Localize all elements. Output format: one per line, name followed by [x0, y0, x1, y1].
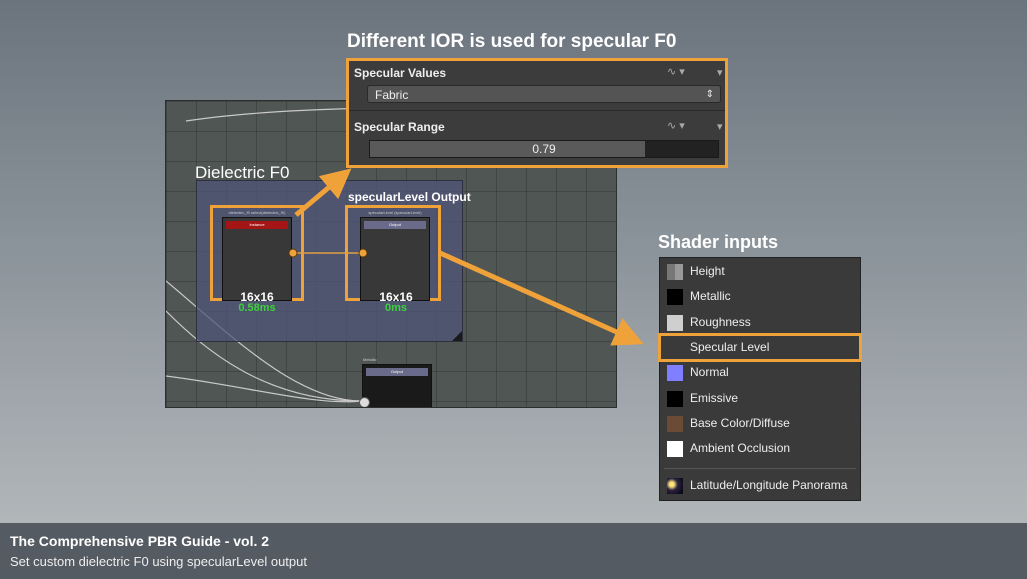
specular-parameters-panel: Specular Values ∿ ▾ ▾ Fabric ⇕ Specular …: [346, 58, 728, 168]
shader-input-label: Emissive: [690, 390, 739, 405]
range-curve-dropdown-icon[interactable]: ∿ ▾: [667, 120, 685, 132]
metallic-node-header: Output: [366, 368, 428, 376]
specular-values-label: Specular Values: [354, 66, 447, 80]
dielectric-size-label: 16x16: [240, 290, 274, 304]
shader-input-label: Base Color/Diffuse: [690, 415, 790, 430]
footer-bar: The Comprehensive PBR Guide - vol. 2 Set…: [0, 523, 1027, 579]
dielectric-node-sub: dielectric_f0 select(dielectric_f0): [228, 210, 286, 215]
specular-values-dropdown[interactable]: Fabric ⇕: [367, 85, 721, 103]
footer-subtitle: Set custom dielectric F0 using specularL…: [10, 554, 307, 569]
panorama-item[interactable]: Latitude/Longitude Panorama: [660, 473, 860, 498]
shader-input-swatch: [667, 441, 683, 458]
dropdown-value: Fabric: [375, 88, 409, 102]
metallic-node[interactable]: Metallic Output: [362, 357, 432, 407]
shader-input-swatch: [667, 289, 683, 306]
shader-input-item[interactable]: Ambient Occlusion: [660, 436, 860, 461]
output-node-sub: specularLevel (specularLevel): [368, 210, 422, 215]
range-expand-chevron-icon[interactable]: ▾: [717, 121, 723, 133]
shader-input-swatch: [667, 314, 683, 331]
frame-resize-handle-icon[interactable]: [452, 331, 462, 341]
shader-input-swatch: [667, 390, 683, 407]
wire-socket-icon[interactable]: [359, 397, 370, 407]
slider-value: 0.79: [532, 142, 556, 156]
footer-title: The Comprehensive PBR Guide - vol. 2: [10, 533, 270, 549]
slider-fill: [370, 141, 645, 157]
panorama-label: Latitude/Longitude Panorama: [690, 478, 848, 492]
shader-input-label: Specular Level: [690, 339, 770, 354]
shader-list-divider: [664, 468, 856, 469]
output-node-header: Output: [364, 221, 426, 229]
shader-input-label: Roughness: [690, 314, 751, 329]
dielectric-instance-node[interactable]: dielectric_f0 select(dielectric_f0) Inst…: [222, 210, 292, 301]
shader-input-item[interactable]: Specular Level: [658, 332, 862, 362]
output-time-label: 0ms: [384, 302, 408, 314]
specular-range-label: Specular Range: [354, 120, 445, 134]
frame-title: Dielectric F0: [195, 163, 290, 182]
dropdown-stepper-icon: ⇕: [705, 89, 714, 100]
output-size-label: 16x16: [379, 290, 413, 304]
shader-input-item[interactable]: Emissive: [660, 386, 860, 411]
shader-inputs-title: Shader inputs: [658, 232, 779, 252]
metallic-node-sub: Metallic: [363, 357, 377, 362]
specular-range-slider[interactable]: 0.79: [369, 140, 719, 158]
expand-chevron-icon[interactable]: ▾: [717, 67, 723, 79]
shader-input-swatch: [667, 339, 683, 356]
shader-input-swatch: [667, 264, 683, 280]
dielectric-time-label: 0.58ms: [238, 302, 276, 314]
shader-input-label: Normal: [690, 365, 729, 380]
curve-dropdown-icon[interactable]: ∿ ▾: [667, 66, 685, 78]
shader-input-item[interactable]: Base Color/Diffuse: [660, 411, 860, 436]
shader-input-item[interactable]: Roughness: [660, 310, 860, 335]
panel-divider: [349, 110, 725, 111]
shader-input-label: Height: [690, 264, 725, 278]
top-annotation-title: Different IOR is used for specular F0: [347, 31, 677, 52]
output-annotation-title: specularLevel Output: [348, 190, 471, 204]
shader-input-item[interactable]: Normal: [660, 360, 860, 385]
shader-input-label: Metallic: [690, 289, 731, 304]
shader-input-swatch: [667, 365, 683, 382]
specular-output-node[interactable]: specularLevel (specularLevel) Output: [360, 210, 430, 301]
shader-input-label: Ambient Occlusion: [690, 441, 791, 456]
shader-input-item[interactable]: Metallic: [660, 284, 860, 309]
panorama-thumbnail-icon: [667, 478, 683, 494]
dielectric-node-header: Instance: [226, 221, 288, 229]
shader-input-item[interactable]: Height: [660, 259, 860, 284]
shader-input-swatch: [667, 415, 683, 432]
